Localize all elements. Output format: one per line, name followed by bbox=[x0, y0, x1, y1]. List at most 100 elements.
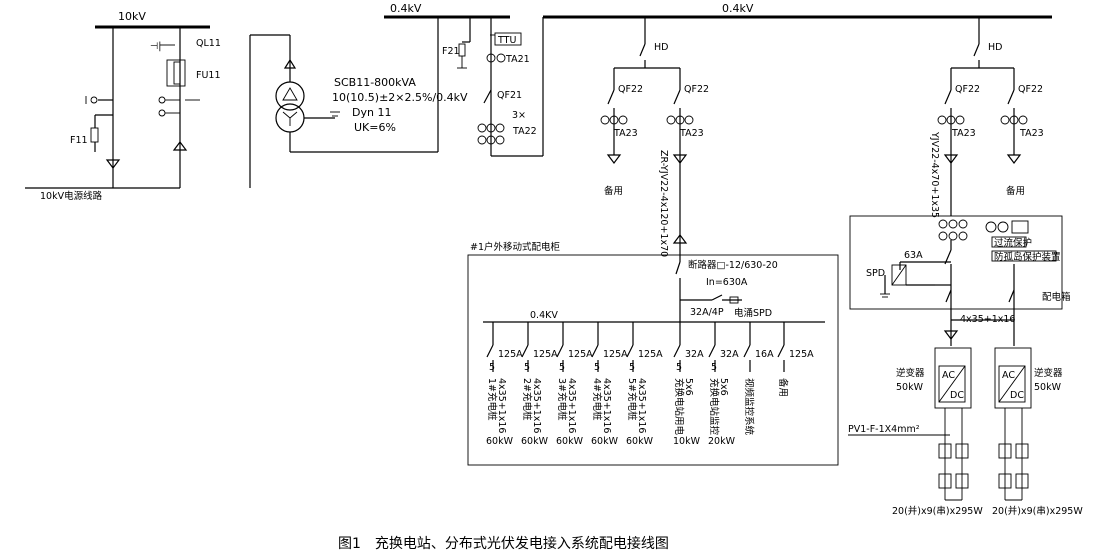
transformer-primary-icon bbox=[275, 81, 305, 111]
feeder-pole: 5 bbox=[524, 362, 530, 373]
svg-text:⊣|: ⊣| bbox=[150, 41, 161, 52]
svg-text:AC: AC bbox=[1002, 370, 1015, 381]
ta23-label-r2: TA23 bbox=[1019, 128, 1044, 139]
xfmr-group: Dyn 11 bbox=[352, 106, 391, 119]
feeder-rating: 32A bbox=[685, 349, 704, 360]
breaker-label: 断路器□-12/630-20 bbox=[688, 259, 778, 271]
cabinet-title: #1户外移动式配电柜 bbox=[470, 241, 561, 253]
islanding-box bbox=[991, 250, 1057, 262]
inverter-label-2: 逆变器 bbox=[1034, 367, 1063, 379]
pv-string-group bbox=[938, 408, 1029, 501]
svg-text:DC: DC bbox=[1010, 390, 1024, 401]
feeder-power: 20kW bbox=[708, 436, 736, 447]
feeder-cable: 4x35+1x16 bbox=[531, 378, 542, 433]
qf22-label-l2: QF22 bbox=[684, 84, 709, 95]
feeder-name: 备用 bbox=[777, 378, 789, 397]
feeder-breaker-icon bbox=[556, 344, 564, 358]
qf21-ct-label: 3× bbox=[512, 110, 526, 121]
feeder-breaker-icon bbox=[777, 344, 785, 358]
fuse-fu11-icon bbox=[166, 59, 186, 87]
f21-label: F21 bbox=[442, 46, 460, 57]
ta23-label-l1: TA23 bbox=[613, 128, 638, 139]
feeder-rating: 125A bbox=[568, 349, 593, 360]
inverter-power-2: 50kW bbox=[1034, 382, 1062, 393]
inverter-power-1: 50kW bbox=[896, 382, 924, 393]
feeder-power: 10kW bbox=[673, 436, 701, 447]
feeder-name: 视频监控系统 bbox=[743, 378, 755, 436]
panel-title: 配电箱 bbox=[1042, 291, 1071, 303]
feeder-cable: 5x6 bbox=[718, 378, 729, 396]
feeder-rating: 125A bbox=[638, 349, 663, 360]
qf22-label-r2: QF22 bbox=[1018, 84, 1043, 95]
meter-a-icon bbox=[985, 221, 997, 233]
array-label-2: 20(并)x9(串)x295W bbox=[992, 505, 1083, 517]
feeder-rating: 125A bbox=[603, 349, 628, 360]
xfmr-ratio: 10(10.5)±2×2.5%/0.4kV bbox=[332, 91, 468, 104]
xfmr-uk: UK=6% bbox=[354, 121, 396, 134]
feeder-pole: 5 bbox=[594, 362, 600, 373]
feeder-rating: 32A bbox=[720, 349, 739, 360]
figure-caption: 图1 充换电站、分布式光伏发电接入系统配电接线图 bbox=[338, 535, 669, 552]
feeder-power: 60kW bbox=[556, 436, 584, 447]
feeder-name: 1#充电桩 bbox=[486, 378, 498, 421]
spare-label-r: 备用 bbox=[1006, 185, 1025, 197]
earth-switch-icon bbox=[90, 96, 98, 104]
panel-spd-label: SPD bbox=[866, 268, 885, 279]
feeder-pole: 5 bbox=[676, 362, 682, 373]
feeder-cable: 4x35+1x16 bbox=[601, 378, 612, 433]
ta23-label-r1: TA23 bbox=[951, 128, 976, 139]
qf22-label-l1: QF22 bbox=[618, 84, 643, 95]
feeder-pole: 5 bbox=[711, 362, 717, 373]
ta22-label: TA22 bbox=[512, 126, 537, 137]
feeder-power: 60kW bbox=[521, 436, 549, 447]
source-line-label: 10kV电源线路 bbox=[40, 190, 103, 202]
feeder-breaker-icon bbox=[626, 344, 634, 358]
feeder-name: 5#充电桩 bbox=[626, 378, 638, 421]
feeder-name: 充换电站用电 bbox=[673, 378, 685, 436]
array-label-1: 20(并)x9(串)x295W bbox=[892, 505, 983, 517]
panel-63a-label: 63A bbox=[904, 250, 923, 261]
hd-label-right: HD bbox=[988, 42, 1002, 53]
cable-left-label: ZR-YJV22-4x120+1x70 bbox=[658, 150, 669, 257]
feeder-rating: 125A bbox=[789, 349, 814, 360]
f11-label: F11 bbox=[70, 135, 88, 146]
svg-text:DC: DC bbox=[950, 390, 964, 401]
pv-cable-label: PV1-F-1X4mm² bbox=[848, 424, 920, 435]
inverter-2 bbox=[994, 347, 1032, 409]
feeder-pole: 5 bbox=[629, 362, 635, 373]
hd-label-left: HD bbox=[654, 42, 668, 53]
bus-04kv-right-label: 0.4kV bbox=[722, 2, 754, 15]
bus-04kv-left-label: 0.4kV bbox=[390, 2, 422, 15]
feeder-power: 60kW bbox=[486, 436, 514, 447]
qf21-label: QF21 bbox=[497, 90, 522, 101]
xfmr-model: SCB11-800kVA bbox=[334, 76, 416, 89]
inner-bus-label: 0.4KV bbox=[530, 310, 558, 321]
islanding-label: 防孤岛保护装置 bbox=[994, 251, 1061, 263]
cable-right-label: YJV22-4x70+1x35 bbox=[929, 131, 940, 218]
ta23-label-l2: TA23 bbox=[679, 128, 704, 139]
feeder-rating: 16A bbox=[755, 349, 774, 360]
feeder-name: 充换电站监控 bbox=[708, 378, 720, 436]
cable-head-icon bbox=[105, 159, 121, 169]
outdoor-cabinet bbox=[467, 254, 839, 466]
feeder-breaker-icon bbox=[591, 344, 599, 358]
ttu-label: TTU bbox=[497, 35, 516, 46]
feeder-name: 2#充电桩 bbox=[521, 378, 533, 421]
bus-10kv-label: 10kV bbox=[118, 10, 146, 23]
feeder-cable: 4x35+1x16 bbox=[566, 378, 577, 433]
spare-label-l: 备用 bbox=[604, 185, 623, 197]
in-rating-label: In=630A bbox=[706, 277, 748, 288]
feeder-cable: 4x35+1x16 bbox=[496, 378, 507, 433]
qf22-label-r1: QF22 bbox=[955, 84, 980, 95]
spd-box-icon bbox=[891, 264, 907, 286]
feeder-rating: 125A bbox=[498, 349, 523, 360]
feeder-name: 3#充电桩 bbox=[556, 378, 568, 421]
inverter-label-1: 逆变器 bbox=[896, 367, 925, 379]
meter-v-icon bbox=[997, 221, 1009, 233]
feeder-rating: 125A bbox=[533, 349, 558, 360]
feeder-power: 60kW bbox=[591, 436, 619, 447]
feeder-pole: 5 bbox=[489, 362, 495, 373]
ttu-box bbox=[494, 32, 522, 46]
